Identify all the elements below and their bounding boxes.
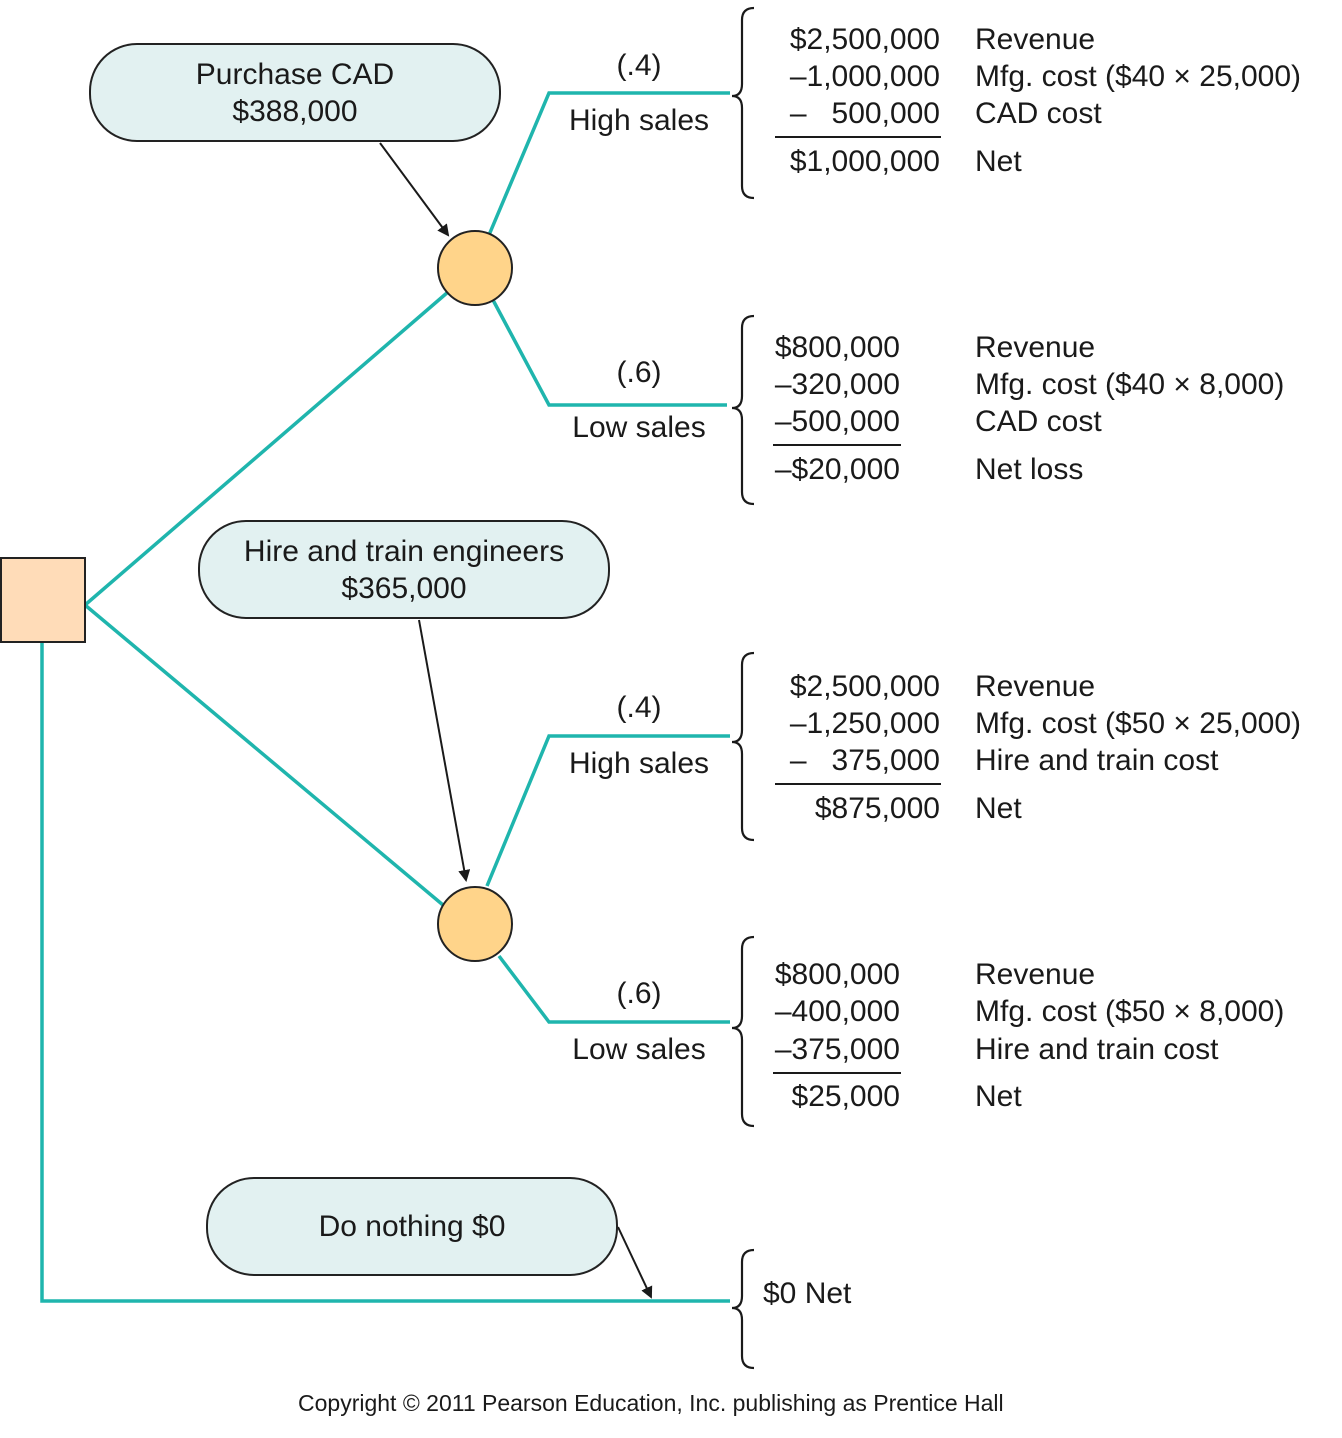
desc-cad-high-cad: CAD cost: [975, 97, 1102, 130]
branch-hire-engineers: [83, 603, 445, 907]
sum-rule-cad-high: [775, 136, 941, 138]
arrow-nothing-to-branch: [617, 1226, 653, 1299]
desc-hire-low-hire: Hire and train cost: [975, 1033, 1219, 1066]
do-nothing-title: Do nothing $0: [318, 1210, 506, 1243]
desc-cad-high-revenue: Revenue: [975, 23, 1096, 56]
desc-cad-low-mfg: Mfg. cost ($40 × 8,000): [975, 368, 1285, 401]
branch-hire-low-sales: [497, 954, 730, 1024]
desc-cad-low-net: Net loss: [975, 453, 1084, 486]
amount-hire-low-hire: –375,000: [774, 1033, 900, 1066]
brace-cad-low: [731, 314, 755, 506]
do-nothing-label: Do nothing $0: [206, 1177, 618, 1276]
purchase-cad-cost: $388,000: [232, 94, 358, 128]
amount-hire-low-mfg: –400,000: [774, 995, 900, 1028]
branch-purchase-cad: [83, 290, 450, 607]
branch-name-hire-high: High sales: [568, 747, 710, 780]
amount-hire-high-mfg: –1,250,000: [789, 707, 940, 740]
amount-cad-high-mfg: –1,000,000: [789, 60, 940, 93]
desc-cad-low-cad: CAD cost: [975, 405, 1102, 438]
prob-hire-low: (.6): [616, 977, 662, 1010]
desc-hire-high-net: Net: [975, 792, 1022, 825]
hire-engineers-cost: $365,000: [341, 571, 467, 605]
amount-cad-low-cad: –500,000: [774, 405, 900, 438]
purchase-cad-label: Purchase CAD $388,000: [89, 43, 501, 142]
outcome-do-nothing: $0 Net: [763, 1277, 852, 1310]
desc-hire-low-revenue: Revenue: [975, 958, 1096, 991]
desc-cad-low-revenue: Revenue: [975, 331, 1096, 364]
desc-hire-high-mfg: Mfg. cost ($50 × 25,000): [975, 707, 1302, 740]
amount-cad-low-net: –$20,000: [774, 453, 900, 486]
arrow-cad-to-node: [379, 142, 450, 237]
prob-cad-low: (.6): [616, 356, 662, 389]
desc-hire-high-hire: Hire and train cost: [975, 744, 1219, 777]
brace-hire-low: [731, 935, 755, 1128]
prob-hire-high: (.4): [616, 691, 662, 724]
desc-cad-high-net: Net: [975, 145, 1022, 178]
amount-cad-low-revenue: $800,000: [774, 331, 900, 364]
branch-cad-high-sales: [487, 91, 730, 236]
hire-engineers-label: Hire and train engineers $365,000: [198, 520, 610, 619]
chance-node-hire: [437, 886, 513, 962]
sum-rule-hire-high: [775, 783, 941, 785]
amount-hire-high-revenue: $2,500,000: [789, 670, 940, 703]
amount-hire-high-net: $875,000: [814, 792, 940, 825]
desc-cad-high-mfg: Mfg. cost ($40 × 25,000): [975, 60, 1302, 93]
arrow-hire-to-node: [418, 619, 471, 882]
purchase-cad-title: Purchase CAD: [195, 57, 395, 91]
hire-engineers-title: Hire and train engineers: [243, 534, 565, 568]
amount-cad-high-net: $1,000,000: [789, 145, 940, 178]
branch-name-cad-high: High sales: [568, 104, 710, 137]
desc-hire-high-revenue: Revenue: [975, 670, 1096, 703]
chance-node-cad: [437, 230, 513, 306]
sum-rule-hire-low: [773, 1072, 901, 1074]
decision-node: [0, 557, 86, 643]
prob-cad-high: (.4): [616, 49, 662, 82]
branch-do-nothing: [40, 642, 730, 1303]
amount-cad-low-mfg: –320,000: [774, 368, 900, 401]
amount-cad-high-cad: – 500,000: [789, 97, 940, 130]
brace-hire-high: [731, 651, 755, 842]
amount-hire-low-net: $25,000: [791, 1080, 900, 1113]
desc-hire-low-mfg: Mfg. cost ($50 × 8,000): [975, 995, 1285, 1028]
branch-hire-high-sales: [485, 734, 730, 887]
branch-name-hire-low: Low sales: [572, 1033, 706, 1066]
brace-cad-high: [731, 6, 755, 200]
amount-hire-low-revenue: $800,000: [774, 958, 900, 991]
amount-cad-high-revenue: $2,500,000: [789, 23, 940, 56]
branch-cad-low-sales: [491, 299, 727, 407]
sum-rule-cad-low: [773, 444, 901, 446]
branch-name-cad-low: Low sales: [572, 411, 706, 444]
desc-hire-low-net: Net: [975, 1080, 1022, 1113]
copyright-notice: Copyright © 2011 Pearson Education, Inc.…: [298, 1390, 1004, 1416]
brace-do-nothing: [731, 1248, 755, 1370]
amount-hire-high-hire: – 375,000: [789, 744, 940, 777]
